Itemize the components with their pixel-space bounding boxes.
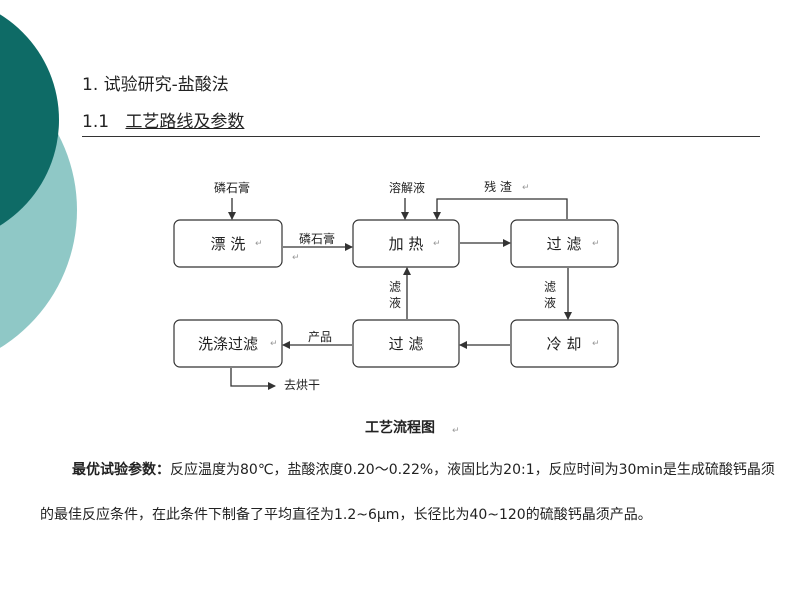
flowchart-caption: 工艺流程图 <box>365 420 435 436</box>
edit-mark: ↵ <box>592 239 600 249</box>
optimal-parameters-paragraph: 最优试验参数：反应温度为80℃，盐酸浓度0.20～0.22%，液固比为20:1，… <box>40 448 780 538</box>
edit-mark: ↵ <box>592 339 600 349</box>
arrow-residue-return <box>433 198 568 220</box>
label-filtrate-right-2: 液 <box>544 295 556 310</box>
dark-teal-circle <box>0 14 59 226</box>
edit-mark: ↵ <box>292 253 300 263</box>
box-heat-label: 加 热 <box>389 235 424 253</box>
edit-mark: ↵ <box>452 426 460 436</box>
subsection-number: 1.1 <box>82 112 110 132</box>
parameters-label: 最优试验参数： <box>72 462 170 478</box>
box-bleach <box>173 219 283 268</box>
label-filtrate-right-1: 滤 <box>544 280 556 294</box>
label-residue: 残 渣 <box>484 180 512 194</box>
box-filter-top <box>510 219 619 268</box>
subsection-heading: 1.1 工艺路线及参数 <box>82 110 760 137</box>
edit-mark: ↵ <box>270 339 278 349</box>
section-heading: 1. 试验研究-盐酸法 <box>82 73 229 97</box>
box-filter-bottom-label: 过 滤 <box>389 335 424 353</box>
label-to-dry: 去烘干 <box>284 378 320 392</box>
section-title: 试验研究-盐酸法 <box>103 75 229 95</box>
edit-mark: ↵ <box>255 239 263 249</box>
box-bleach-label: 漂 洗 <box>211 235 246 253</box>
label-product: 产品 <box>308 330 332 344</box>
box-cool <box>510 319 619 368</box>
section-number: 1. <box>82 75 99 95</box>
label-filtrate-left-2: 液 <box>389 295 401 310</box>
label-dissolving-liquid: 溶解液 <box>389 180 425 195</box>
subsection-title: 工艺路线及参数 <box>125 112 245 132</box>
edit-mark: ↵ <box>522 183 530 193</box>
box-cool-label: 冷 却 <box>547 335 582 353</box>
arrow-wash-to-dry <box>230 368 276 390</box>
label-phosphogypsum-mid: 磷石膏 <box>299 231 335 246</box>
edit-mark: ↵ <box>433 239 441 249</box>
box-filter-top-label: 过 滤 <box>547 235 582 253</box>
label-phosphogypsum-input: 磷石膏 <box>214 180 250 195</box>
label-filtrate-left-1: 滤 <box>389 280 401 294</box>
box-wash-filter-label: 洗涤过滤 <box>198 335 258 353</box>
parameters-text: 反应温度为80℃，盐酸浓度0.20～0.22%，液固比为20:1，反应时间为30… <box>40 462 775 523</box>
